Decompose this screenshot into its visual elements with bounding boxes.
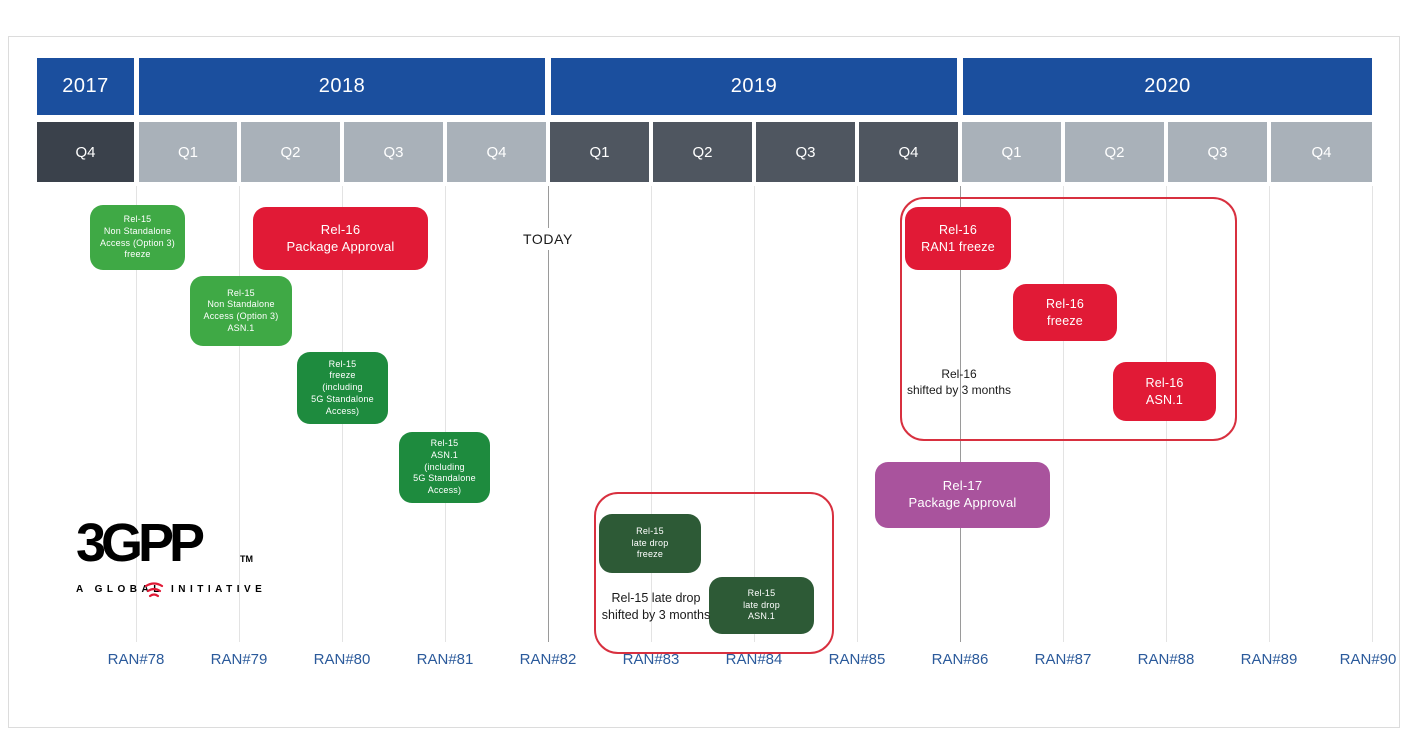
meeting-label-ran81: RAN#81 (416, 651, 474, 668)
milestone-rel16-package-approval: Rel-16 Package Approval (253, 207, 428, 270)
quarter-cell-2020-q3: Q3 (1168, 122, 1267, 182)
meeting-label-ran79: RAN#79 (210, 651, 268, 668)
year-header-2018: 2018 (139, 58, 545, 115)
logo-radio-waves-icon (144, 582, 164, 598)
logo-wordmark-text: 3GPP (76, 513, 205, 573)
rel16-shift-note: Rel-16 shifted by 3 months (906, 367, 1012, 398)
milestone-rel15-nsa-asn1: Rel-15 Non Standalone Access (Option 3) … (190, 276, 292, 346)
rel15-late-drop-shift-note: Rel-15 late drop shifted by 3 months (601, 591, 711, 622)
quarter-gridline (239, 186, 240, 642)
quarter-gridline (136, 186, 137, 642)
meeting-label-ran83: RAN#83 (622, 651, 680, 668)
threegpp-logo: 3GPP TM A GLOBAL INITIATIVE (76, 513, 267, 598)
milestone-rel15-freeze: Rel-15 freeze (including 5G Standalone A… (297, 352, 388, 424)
meeting-label-ran90: RAN#90 (1339, 651, 1397, 668)
rel15-late-drop-group-outline (594, 492, 834, 654)
quarter-gridline (651, 186, 652, 642)
meeting-label-ran80: RAN#80 (313, 651, 371, 668)
quarter-cell-2019-q4: Q4 (859, 122, 958, 182)
milestone-rel15-asn1: Rel-15 ASN.1 (including 5G Standalone Ac… (399, 432, 490, 503)
milestone-rel16-ran1-freeze: Rel-16 RAN1 freeze (905, 207, 1011, 270)
quarter-cell-2020-q2: Q2 (1065, 122, 1164, 182)
quarter-cell-2020-q1: Q1 (962, 122, 1061, 182)
meeting-label-ran85: RAN#85 (828, 651, 886, 668)
meeting-label-ran82: RAN#82 (519, 651, 577, 668)
milestone-rel16-freeze: Rel-16 freeze (1013, 284, 1117, 341)
milestone-rel16-asn1: Rel-16 ASN.1 (1113, 362, 1216, 421)
quarter-cell-2018-q3: Q3 (344, 122, 443, 182)
year-header-2017: 2017 (37, 58, 134, 115)
rel16-shifted-group-outline (900, 197, 1237, 441)
quarter-gridline-ran86 (960, 186, 961, 642)
meeting-label-ran78: RAN#78 (107, 651, 165, 668)
meeting-label-ran89: RAN#89 (1240, 651, 1298, 668)
year-header-2019: 2019 (551, 58, 957, 115)
quarter-cell-2018-q1: Q1 (139, 122, 237, 182)
quarter-gridline (1372, 186, 1373, 642)
quarter-cell-2018-q2: Q2 (241, 122, 340, 182)
year-header-2020: 2020 (963, 58, 1372, 115)
quarter-gridline (1269, 186, 1270, 642)
quarter-gridline (754, 186, 755, 642)
meeting-label-ran87: RAN#87 (1034, 651, 1092, 668)
quarter-cell-2019-q1: Q1 (550, 122, 649, 182)
quarter-gridline (1063, 186, 1064, 642)
today-gridline (548, 186, 549, 642)
quarter-cell-2019-q2: Q2 (653, 122, 752, 182)
logo-tagline: A GLOBAL INITIATIVE (76, 584, 267, 595)
meeting-label-ran86: RAN#86 (931, 651, 989, 668)
logo-wordmark: 3GPP TM (76, 513, 253, 573)
milestone-rel15-late-drop-asn1: Rel-15 late drop ASN.1 (709, 577, 814, 634)
quarter-cell-2018-q4: Q4 (447, 122, 546, 182)
milestone-rel15-nsa-freeze: Rel-15 Non Standalone Access (Option 3) … (90, 205, 185, 270)
quarter-gridline (445, 186, 446, 642)
milestone-rel17-package-approval: Rel-17 Package Approval (875, 462, 1050, 528)
quarter-gridline (857, 186, 858, 642)
quarter-cell-2020-q4: Q4 (1271, 122, 1372, 182)
meeting-label-ran88: RAN#88 (1137, 651, 1195, 668)
milestone-rel15-late-drop-freeze: Rel-15 late drop freeze (599, 514, 701, 573)
quarter-cell-2017-q4: Q4 (37, 122, 134, 182)
quarter-cell-2019-q3: Q3 (756, 122, 855, 182)
meeting-label-ran84: RAN#84 (725, 651, 783, 668)
logo-trademark: TM (240, 554, 253, 564)
today-label: TODAY (518, 228, 578, 250)
